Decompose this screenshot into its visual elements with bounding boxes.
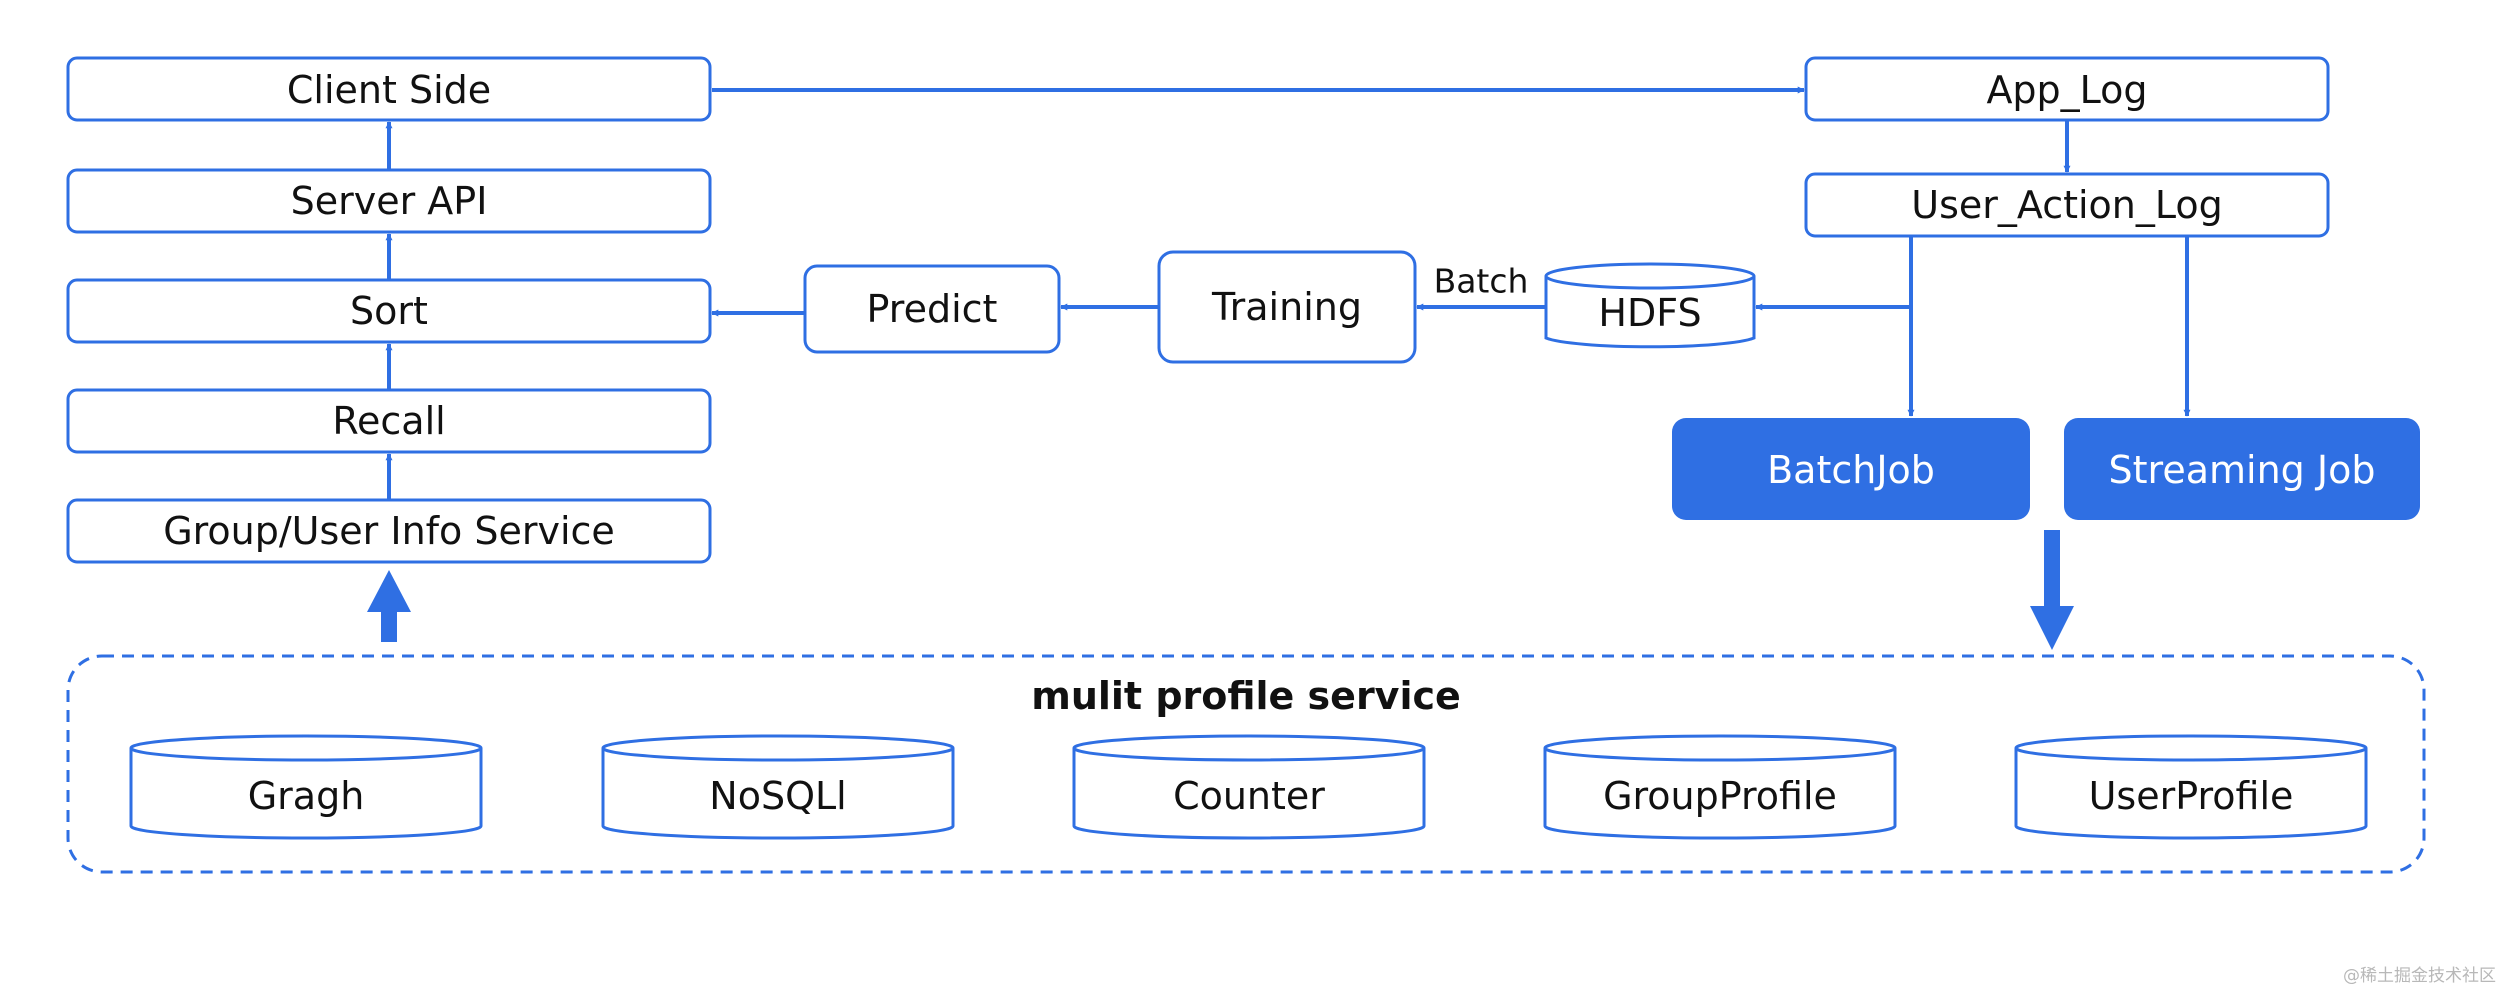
training-box: Training bbox=[1157, 250, 1417, 364]
sort-label: Sort bbox=[350, 289, 428, 333]
recall-label: Recall bbox=[332, 399, 445, 443]
batch-edge-label: Batch bbox=[1434, 262, 1529, 301]
arrow-profile-to-group-info bbox=[367, 570, 411, 642]
streaming-job-box: Streaming Job bbox=[2064, 418, 2420, 520]
server-api-box: Server API bbox=[66, 168, 712, 234]
store-nosql-cylinder: NoSQLl bbox=[601, 734, 955, 840]
batchjob-label: BatchJob bbox=[1767, 448, 1935, 492]
store-counter-cylinder: Counter bbox=[1072, 734, 1426, 840]
store-groupprofile-label: GroupProfile bbox=[1603, 774, 1837, 818]
store-gragh-cylinder: Gragh bbox=[129, 734, 483, 840]
hdfs-cylinder: HDFS bbox=[1544, 262, 1756, 349]
watermark-text: @稀土掘金技术社区 bbox=[2343, 966, 2496, 986]
profile-service-title: mulit profile service bbox=[1031, 674, 1461, 718]
group-user-info-service-box: Group/User Info Service bbox=[66, 498, 712, 564]
user-action-log-box: User_Action_Log bbox=[1804, 172, 2330, 238]
streaming-job-label: Streaming Job bbox=[2109, 448, 2376, 492]
store-counter-label: Counter bbox=[1173, 774, 1325, 818]
sort-box: Sort bbox=[66, 278, 712, 344]
recall-box: Recall bbox=[66, 388, 712, 454]
predict-box: Predict bbox=[803, 264, 1061, 354]
store-userprofile-label: UserProfile bbox=[2089, 774, 2294, 818]
store-groupprofile-cylinder: GroupProfile bbox=[1543, 734, 1897, 840]
arrow-jobs-to-profile-service bbox=[2030, 530, 2074, 650]
training-label: Training bbox=[1211, 285, 1362, 329]
store-nosql-label: NoSQLl bbox=[709, 774, 846, 818]
client-side-label: Client Side bbox=[287, 68, 491, 112]
group-user-info-service-label: Group/User Info Service bbox=[163, 509, 615, 553]
user-action-log-label: User_Action_Log bbox=[1911, 183, 2223, 227]
predict-label: Predict bbox=[867, 287, 998, 331]
store-userprofile-cylinder: UserProfile bbox=[2014, 734, 2368, 840]
server-api-label: Server API bbox=[291, 179, 488, 223]
hdfs-label: HDFS bbox=[1598, 291, 1701, 335]
store-gragh-label: Gragh bbox=[248, 774, 365, 818]
app-log-box: App_Log bbox=[1804, 56, 2330, 122]
profile-service-container bbox=[66, 654, 2426, 874]
batchjob-box: BatchJob bbox=[1672, 418, 2030, 520]
client-side-box: Client Side bbox=[66, 56, 712, 122]
app-log-label: App_Log bbox=[1986, 68, 2147, 112]
